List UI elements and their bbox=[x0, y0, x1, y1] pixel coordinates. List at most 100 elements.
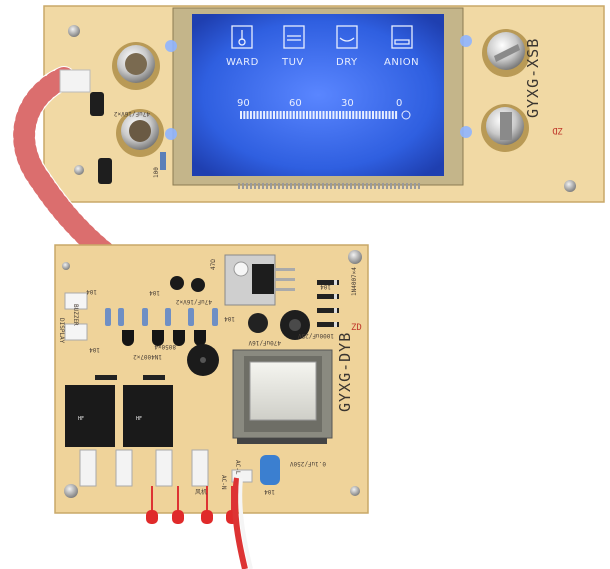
lcd-pin bbox=[318, 183, 320, 189]
silk-display: DISPLAY bbox=[58, 318, 65, 344]
lcd-bar-segment bbox=[352, 111, 355, 119]
screw-icon bbox=[68, 25, 80, 37]
lcd-pin bbox=[418, 183, 420, 189]
lcd-bar-segment bbox=[385, 111, 388, 119]
screw-icon bbox=[62, 262, 70, 270]
lcd-timer-bar bbox=[240, 111, 398, 119]
diode-array bbox=[95, 280, 339, 380]
lcd-pin bbox=[278, 183, 280, 189]
lcd-pin bbox=[346, 183, 348, 189]
lcd-scale-90: 90 bbox=[237, 98, 250, 109]
lcd-bar-segment bbox=[266, 111, 269, 119]
lcd-bar-segment bbox=[273, 111, 275, 119]
screw-icon bbox=[74, 165, 84, 175]
lcd-bar-segment bbox=[299, 111, 302, 119]
lcd-bar-segment bbox=[378, 111, 381, 119]
lcd-bar-segment bbox=[249, 111, 252, 119]
lcd-bar-segment bbox=[362, 111, 365, 119]
power-wire bbox=[232, 477, 248, 569]
lcd-pin bbox=[310, 183, 312, 189]
capacitor bbox=[98, 158, 112, 184]
terminal-block bbox=[79, 449, 97, 487]
led-icon bbox=[146, 510, 158, 524]
capacitor-small bbox=[191, 278, 205, 292]
lcd-pin bbox=[358, 183, 360, 189]
lcd-bar-segment bbox=[243, 111, 246, 119]
resistor bbox=[212, 308, 218, 326]
lcd-scale-60: 60 bbox=[289, 98, 302, 109]
lcd-pin bbox=[238, 183, 240, 189]
svg-text:HF: HF bbox=[78, 416, 84, 422]
lcd-pin bbox=[266, 183, 268, 189]
diode bbox=[317, 294, 339, 299]
lcd-bar-segment bbox=[259, 111, 262, 119]
connector-white bbox=[64, 292, 88, 310]
lcd-pin bbox=[410, 183, 412, 189]
resistor bbox=[118, 308, 124, 326]
capacitor-470uf bbox=[248, 313, 268, 333]
silk-trans: 8050×4 bbox=[154, 343, 176, 350]
lcd-bar-segment bbox=[319, 111, 322, 119]
diode-band bbox=[334, 308, 337, 313]
lcd-label-anion: ANION bbox=[384, 57, 419, 68]
lcd-bar-segment bbox=[322, 111, 325, 119]
silk-diode1: 1N4007×4 bbox=[351, 267, 358, 296]
led-icon bbox=[172, 510, 184, 524]
capacitor bbox=[90, 92, 104, 116]
silk-fan: 风机 bbox=[195, 488, 207, 496]
lcd-bar-segment bbox=[335, 111, 338, 119]
lcd-screen bbox=[192, 14, 444, 176]
transistor bbox=[194, 330, 206, 346]
lcd-bar-segment bbox=[358, 111, 361, 119]
display-silk-cap: 47uF/16V×2 bbox=[113, 110, 150, 117]
silk-ac-l: AC-L bbox=[234, 460, 241, 475]
lcd-bar-segment bbox=[269, 111, 272, 119]
display-silk-res: 100 bbox=[153, 167, 160, 178]
screw-icon bbox=[348, 250, 362, 264]
ribbon-connector-top bbox=[59, 69, 91, 93]
terminal-row bbox=[79, 449, 253, 487]
lcd-bar-segment bbox=[365, 111, 368, 119]
lcd-pin bbox=[366, 183, 368, 189]
lcd-scale-30: 30 bbox=[341, 98, 354, 109]
silk-cap-x: 0.1uF/250V bbox=[289, 460, 326, 467]
transistor-row bbox=[122, 330, 206, 346]
lcd-pin bbox=[314, 183, 316, 189]
silk-ref-104: 104 bbox=[264, 488, 275, 495]
lcd-pin bbox=[338, 183, 340, 189]
diode-band bbox=[334, 322, 337, 327]
diode bbox=[317, 308, 339, 313]
lcd-pin bbox=[258, 183, 260, 189]
lcd-bar-segment bbox=[276, 111, 279, 119]
tuv-icon bbox=[283, 25, 305, 49]
silk-cap-big: 1000uF/25V bbox=[297, 332, 334, 339]
lcd-pin bbox=[282, 183, 284, 189]
lcd-pin bbox=[382, 183, 384, 189]
dry-icon bbox=[336, 25, 358, 49]
lcd-bar-segment bbox=[256, 111, 259, 119]
lcd-pin bbox=[342, 183, 344, 189]
lcd-bar-segment bbox=[325, 111, 328, 119]
lcd-bar-segment bbox=[296, 111, 299, 119]
transistor bbox=[173, 330, 185, 346]
lcd-bar-segment bbox=[348, 111, 351, 119]
lcd-bar-segment bbox=[286, 111, 289, 119]
lcd-bar-segment bbox=[342, 111, 345, 119]
resistor-row bbox=[105, 308, 218, 326]
lcd-bar-segment bbox=[253, 111, 256, 119]
lcd-pin bbox=[290, 183, 292, 189]
lcd-pin bbox=[370, 183, 372, 189]
lcd-pin bbox=[302, 183, 304, 189]
transistor bbox=[122, 330, 134, 346]
display-logo: ZD bbox=[552, 125, 563, 135]
connector-white bbox=[64, 323, 88, 341]
lcd-mode-icons bbox=[231, 25, 413, 49]
lcd-pin bbox=[386, 183, 388, 189]
lcd-pin bbox=[322, 183, 324, 189]
lcd-bar-segment bbox=[355, 111, 358, 119]
lcd-pin-header bbox=[238, 183, 420, 189]
lcd-label-tuv: TUV bbox=[281, 57, 304, 68]
display-model-text: GYXG-XSB bbox=[524, 38, 542, 118]
silk-ref-47: 47Ω bbox=[210, 259, 217, 270]
knob-bottom-left bbox=[116, 109, 164, 157]
